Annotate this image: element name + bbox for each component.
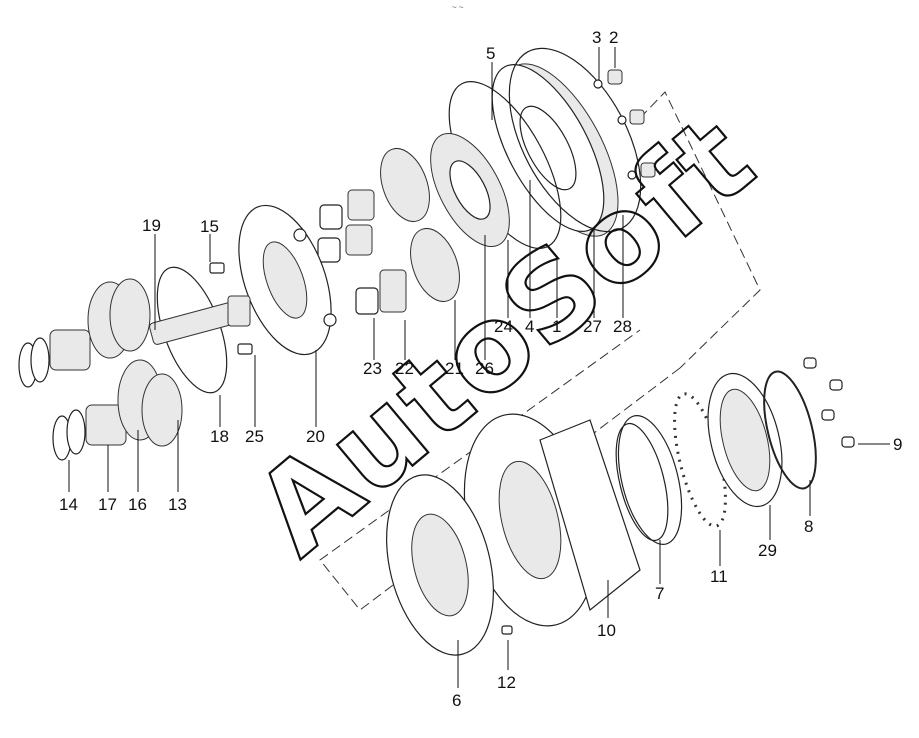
lock-ring [763,370,817,490]
planet-gears [317,148,460,315]
callout-19: 19 [142,216,161,235]
seal-ring [615,415,683,545]
flange [386,474,494,656]
callout-28: 28 [613,317,632,336]
callout-15: 15 [200,217,219,236]
callout-11: 11 [710,567,728,586]
callouts: 1 2 3 4 5 6 7 8 9 10 11 12 13 14 15 16 1… [59,28,902,710]
callout-29: 29 [758,541,777,560]
callout-22: 22 [395,359,414,378]
planet-carrier [238,204,337,356]
callout-18: 18 [210,427,229,446]
callout-14: 14 [59,495,78,514]
callout-21: 21 [445,359,464,378]
cover-plate-group [430,47,642,249]
leader-lines [68,47,890,688]
callout-27: 27 [583,317,602,336]
plug-bolts [593,69,656,180]
sun-gear-shaft [149,266,251,394]
bearing [707,372,783,508]
housing-hub [463,413,641,627]
callout-9: 9 [893,435,902,454]
callout-23: 23 [363,359,382,378]
left-gear-stack-lower [52,359,183,461]
caps [501,357,855,635]
callout-17: 17 [98,495,117,514]
callout-12: 12 [497,673,516,692]
callout-2: 2 [609,28,618,47]
callout-26: 26 [475,359,494,378]
callout-10: 10 [597,621,616,640]
callout-4: 4 [525,317,534,336]
assembly-dashed-outline-upper [639,91,761,369]
callout-5: 5 [486,44,495,63]
callout-13: 13 [168,495,187,514]
callout-20: 20 [306,427,325,446]
callout-7: 7 [655,584,664,603]
left-gear-stack-upper [18,278,151,388]
small-pins [209,262,253,355]
top-mark: ~ ~ [452,3,464,12]
callout-8: 8 [804,517,813,536]
callout-1: 1 [552,317,561,336]
callout-24: 24 [494,317,513,336]
callout-25: 25 [245,427,264,446]
callout-3: 3 [592,28,601,47]
callout-6: 6 [452,691,461,710]
callout-16: 16 [128,495,147,514]
